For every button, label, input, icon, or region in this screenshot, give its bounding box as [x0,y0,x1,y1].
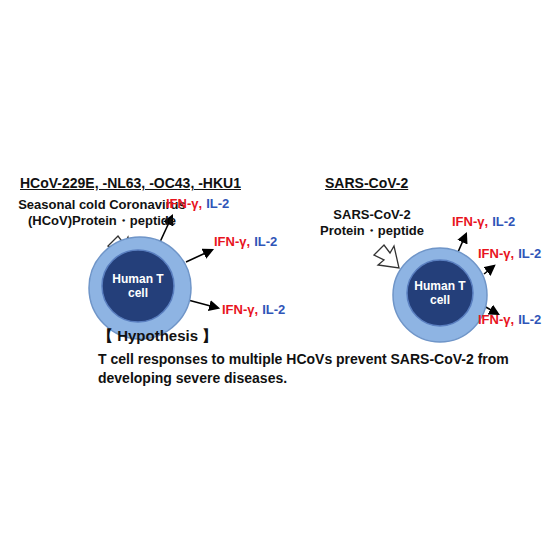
secretion-arrow [188,300,218,308]
antigen-text: SARS-CoV-2 Protein・peptide [316,207,428,240]
cytokine-label: IL-2 [518,312,541,327]
cell-label: Human T cell [108,272,169,301]
cytokine-label: IFN-γ, [452,214,488,229]
cytokine-label: IFN-γ, [478,246,514,261]
cytokine-label: IL-2 [254,234,277,249]
cytokine-label: IFN-γ, [214,234,250,249]
secretion-arrow [186,250,212,262]
t-cell-circle: Human T cell [392,247,488,343]
t-cell-circle: Human T cell [88,236,192,340]
input-arrow [374,245,399,268]
hypothesis-text: T cell responses to multiple HCoVs preve… [98,350,550,388]
secretion-arrow [484,266,494,274]
cytokine-label: IL-2 [492,214,515,229]
cytokine-label: IFN-γ, [222,302,258,317]
cell-label: Human T cell [412,279,468,308]
virus-heading: SARS-CoV-2 [325,175,408,191]
cytokine-label: IFN-γ, [166,196,202,211]
cytokine-label: IFN-γ, [478,312,514,327]
virus-heading: HCoV-229E, -NL63, -OC43, -HKU1 [20,175,241,191]
hypothesis-heading: 【 Hypothesis 】 [98,327,217,346]
cytokine-label: IL-2 [518,246,541,261]
secretion-arrow [458,234,466,252]
cytokine-label: IL-2 [262,302,285,317]
cytokine-label: IL-2 [206,196,229,211]
